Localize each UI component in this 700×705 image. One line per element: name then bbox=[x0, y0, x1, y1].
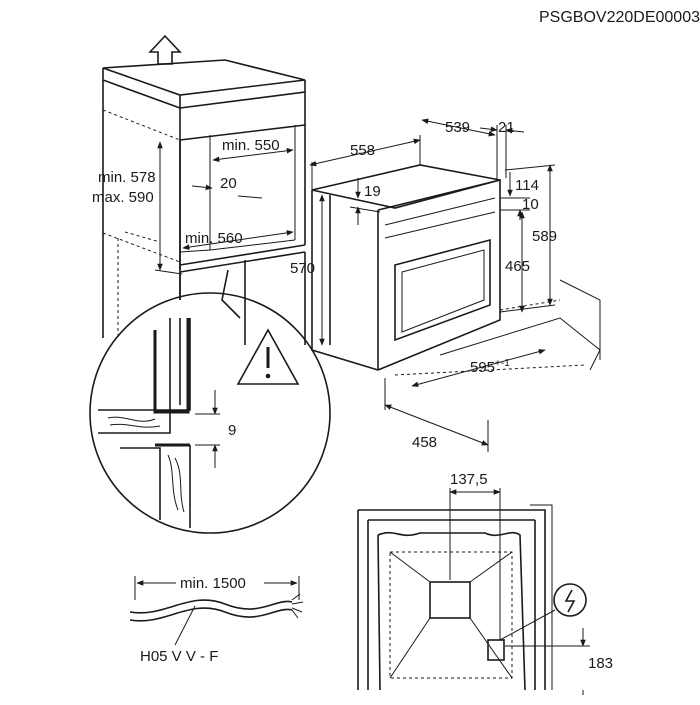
cable-drawing: min. 1500 H05 V V - F bbox=[129, 572, 304, 665]
cable-length: min. 1500 bbox=[180, 575, 246, 592]
cabinet-gap-20: 20 bbox=[220, 175, 237, 192]
oven-height-465: 465 bbox=[505, 258, 530, 275]
detail-magnifier: 9 bbox=[89, 269, 331, 534]
oven-top-10: 10 bbox=[522, 196, 539, 213]
cabinet-depth-bottom: min. 560 bbox=[185, 230, 243, 247]
cabinet-height-max: max. 590 bbox=[92, 189, 154, 206]
oven-width: 595+-1 bbox=[470, 358, 510, 376]
oven-bottom-depth: 458 bbox=[412, 434, 437, 451]
up-arrow-icon bbox=[148, 34, 182, 65]
oven-depth-body: 539 bbox=[445, 119, 470, 136]
oven-top-19: 19 bbox=[364, 183, 381, 200]
oven-height-570: 570 bbox=[290, 260, 315, 277]
cable-type: H05 V V - F bbox=[140, 648, 218, 665]
detail-gap-9: 9 bbox=[228, 422, 236, 439]
warning-icon bbox=[236, 328, 300, 385]
oven-height-589: 589 bbox=[532, 228, 557, 245]
oven-top-114: 114 bbox=[515, 177, 539, 194]
electric-connection-icon bbox=[553, 583, 587, 617]
cabinet-depth-top: min. 550 bbox=[222, 137, 280, 154]
oven-front-21: 21 bbox=[498, 119, 515, 136]
rear-view: 137,5 183 bbox=[357, 471, 613, 695]
cabinet-drawing: min. 578 max. 590 min. 550 20 min. 560 bbox=[92, 34, 306, 345]
oven-depth-total: 558 bbox=[350, 142, 375, 159]
product-code: PSGBOV220DE00003 bbox=[539, 9, 700, 26]
rear-height-183: 183 bbox=[588, 655, 613, 672]
oven-drawing: 558 539 21 19 114 10 570 465 589 5 bbox=[290, 118, 601, 452]
cabinet-height-min: min. 578 bbox=[98, 169, 156, 186]
rear-offset-137: 137,5 bbox=[450, 471, 488, 488]
lightning-icon bbox=[564, 589, 576, 613]
